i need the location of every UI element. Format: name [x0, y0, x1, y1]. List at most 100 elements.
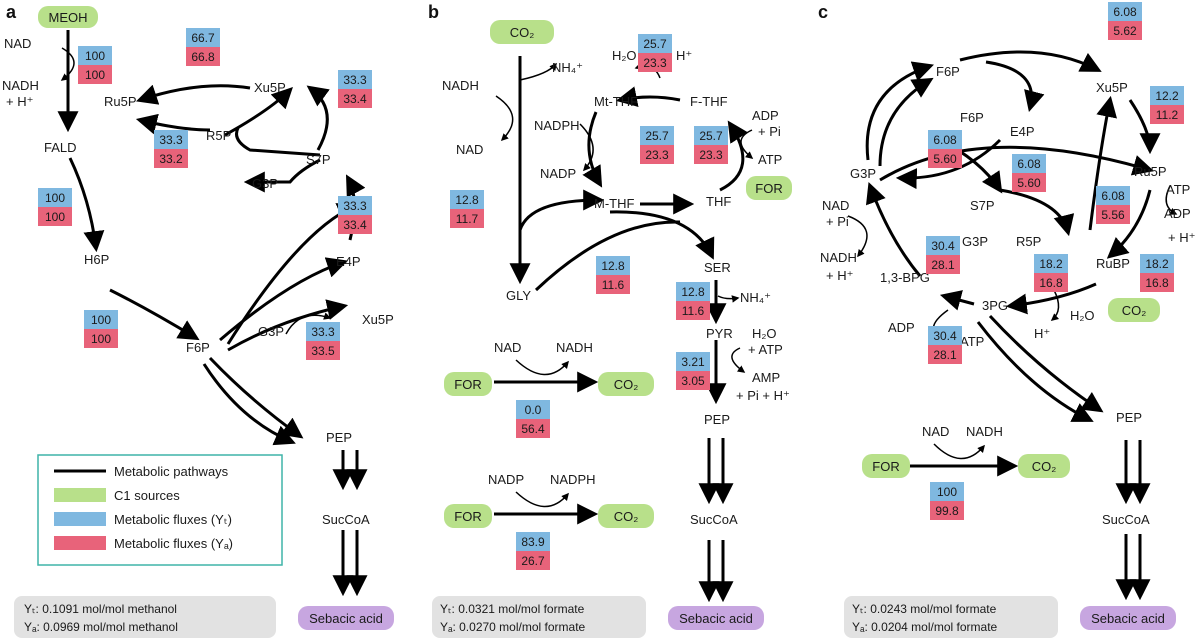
node-ru5p: Ru5P: [1134, 164, 1167, 179]
flux-value-t: 6.08: [1017, 157, 1041, 171]
flux-value-a-bg: [450, 209, 484, 228]
node-nad-2: NAD: [494, 340, 521, 355]
flux-value-a: 66.8: [191, 50, 215, 64]
flux-value-a-bg: [1150, 105, 1184, 124]
flux-value-a-bg: [84, 329, 118, 348]
flux-box: 6.08 5.60: [928, 130, 962, 168]
pill-co2-2: CO₂: [598, 372, 654, 396]
flux-value-a: 100: [85, 68, 105, 82]
flux-value-a: 16.8: [1039, 276, 1063, 290]
svg-text:MEOH: MEOH: [49, 10, 88, 25]
flux-value-a-bg: [928, 149, 962, 168]
legend-pathway: Metabolic pathways: [114, 464, 229, 479]
svg-text:CO₂: CO₂: [614, 377, 639, 392]
flux-value-t: 25.7: [643, 37, 667, 51]
flux-box: 33.333.4: [338, 196, 372, 234]
flux-value-a: 26.7: [521, 554, 545, 568]
node-pi: + Pi: [758, 124, 781, 139]
node-ser: SER: [704, 260, 731, 275]
node-f-thf: F-THF: [690, 94, 728, 109]
flux-value-a: 23.3: [645, 148, 669, 162]
flux-value-a: 23.3: [643, 56, 667, 70]
panel-a: a MEOH: [2, 2, 394, 638]
flux-value-t: 100: [91, 313, 111, 327]
node-atp: ATP: [1166, 182, 1190, 197]
node-h2o: H₂O: [612, 48, 637, 63]
flux-value-t: 12.8: [601, 259, 625, 273]
flux-box: 33.333.5: [306, 322, 340, 360]
flux-value-a: 23.3: [699, 148, 723, 162]
flux-value-t-bg: [1150, 86, 1184, 105]
svg-text:CO₂: CO₂: [510, 25, 535, 40]
node-f6p: F6P: [936, 64, 960, 79]
flux-value-a-bg: [516, 551, 550, 570]
flux-value-a-bg: [338, 89, 372, 108]
node-atp: ATP: [758, 152, 782, 167]
pill-sebacic-b: Sebacic acid: [668, 606, 764, 630]
svg-text:CO₂: CO₂: [1122, 303, 1147, 318]
flux-box: 33.333.2: [154, 130, 188, 168]
node-adp-2: ADP: [888, 320, 915, 335]
flux-value-t-bg: [1140, 254, 1174, 273]
node-nadh: NADH: [442, 78, 479, 93]
flux-value-t-bg: [676, 282, 710, 301]
node-nadh-2: NADH: [556, 340, 593, 355]
flux-value-t-bg: [84, 310, 118, 329]
node-mt-thf: Mt-THF: [594, 94, 638, 109]
flux-value-t-bg: [450, 190, 484, 209]
flux-box: 33.333.4: [338, 70, 372, 108]
node-atp-2: ATP: [960, 334, 984, 349]
flux-value-t-bg: [186, 28, 220, 47]
flux-value-t: 6.08: [933, 133, 957, 147]
node-3pg: 3PG: [982, 298, 1008, 313]
flux-value-t: 0.0: [525, 403, 542, 417]
flux-value-t-bg: [596, 256, 630, 275]
flux-value-t-bg: [928, 326, 962, 345]
flux-value-t: 100: [45, 191, 65, 205]
node-pyr: PYR: [706, 326, 733, 341]
flux-value-t-bg: [676, 352, 710, 371]
flux-value-a-bg: [306, 341, 340, 360]
panel-a-letter: a: [6, 2, 17, 22]
node-xu5p: Xu5P: [1096, 80, 1128, 95]
flux-value-t: 12.8: [455, 193, 479, 207]
node-g3p: G3P: [252, 176, 278, 191]
node-13bpg: 1,3-BPG: [880, 270, 930, 285]
pill-for-1: FOR: [746, 176, 792, 200]
node-pi-h: + Pi + H⁺: [736, 388, 790, 403]
node-r5p: R5P: [1016, 234, 1041, 249]
node-f6p-2: F6P: [960, 110, 984, 125]
svg-text:CO₂: CO₂: [1032, 459, 1057, 474]
pill-for-c: FOR: [862, 454, 910, 478]
flux-value-t-bg: [38, 188, 72, 207]
svg-text:CO₂: CO₂: [614, 509, 639, 524]
flux-box: 83.926.7: [516, 532, 550, 570]
flux-value-t: 3.21: [681, 355, 705, 369]
flux-value-t: 25.7: [645, 129, 669, 143]
flux-value-t-bg: [694, 126, 728, 145]
flux-value-a-bg: [676, 371, 710, 390]
flux-value-a-bg: [154, 149, 188, 168]
flux-value-t-bg: [78, 46, 112, 65]
flux-value-a-bg: [1140, 273, 1174, 292]
node-nadp-2: NADP: [488, 472, 524, 487]
flux-value-a: 33.4: [343, 218, 367, 232]
flux-box: 6.085.60: [1012, 154, 1046, 192]
node-g3p-2: G3P: [258, 324, 284, 339]
flux-value-a: 100: [91, 332, 111, 346]
node-s7p: S7P: [970, 198, 995, 213]
flux-value-a: 33.5: [311, 344, 335, 358]
flux-box: 12.211.2: [1150, 86, 1184, 124]
svg-text:Yₐ: 0.0969 mol/mol methanol: Yₐ: 0.0969 mol/mol methanol: [24, 620, 178, 634]
flux-value-a-bg: [38, 207, 72, 226]
node-rubp: RuBP: [1096, 256, 1130, 271]
node-f6p: F6P: [186, 340, 210, 355]
node-nad: NAD: [456, 142, 483, 157]
flux-value-a: 5.60: [933, 152, 957, 166]
svg-text:Yₐ: 0.0270 mol/mol formate: Yₐ: 0.0270 mol/mol formate: [440, 620, 586, 634]
node-h2o-2: H₂O: [752, 326, 777, 341]
